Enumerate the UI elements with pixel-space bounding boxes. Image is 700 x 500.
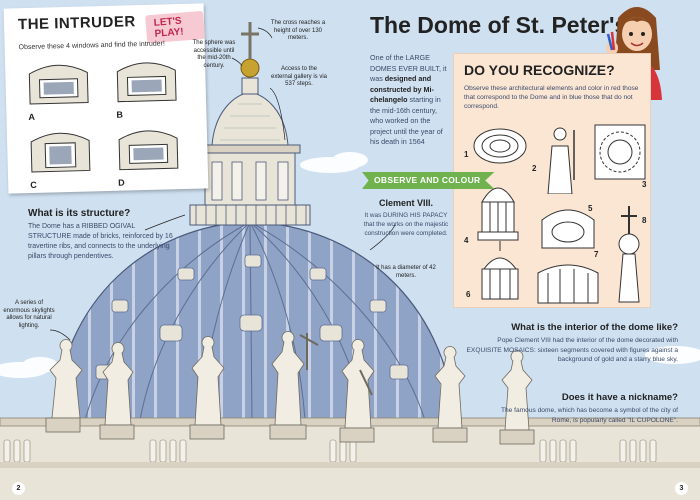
label-c: C — [30, 179, 37, 191]
element-2-statue[interactable] — [538, 124, 582, 194]
intruder-title: THE INTRUDER — [17, 13, 136, 34]
number-3: 3 — [642, 180, 647, 189]
interior-section: What is the interior of the dome like? P… — [462, 322, 678, 365]
element-3-ceiling[interactable] — [594, 124, 646, 180]
number-6: 6 — [466, 290, 471, 299]
clement-heading: Clement VIII. — [378, 198, 433, 208]
number-7: 7 — [594, 250, 599, 259]
nickname-section: Does it have a nickname? The famous dome… — [482, 392, 678, 425]
element-4-lantern[interactable] — [474, 172, 522, 242]
recognize-title: DO YOU RECOGNIZE? — [464, 62, 615, 78]
number-5: 5 — [588, 204, 593, 213]
nickname-body: The famous dome, which has become a symb… — [500, 407, 678, 424]
element-7-drum[interactable] — [534, 259, 602, 305]
window-option-d[interactable] — [113, 124, 184, 174]
label-b: B — [116, 109, 124, 120]
element-8-sphere-cross[interactable] — [614, 204, 644, 304]
note-cross: The cross reaches a height of over 130 m… — [270, 20, 326, 41]
clement-section: Clement VIII. It was DURING HIS PAPACY t… — [362, 198, 450, 238]
observe-colour-banner: OBSERVE AND COLOUR — [362, 172, 495, 189]
page-number-left: 2 — [12, 482, 25, 495]
element-5-window[interactable] — [538, 204, 598, 250]
page-title: The Dome of St. Peter's — [370, 12, 628, 38]
note-sphere: The sphere was accessible until the mid-… — [192, 40, 236, 69]
structure-body: The Dome has a RIBBED OGIVAL STRUCTURE m… — [28, 223, 173, 260]
window-option-a[interactable] — [23, 58, 94, 108]
interior-body: Pope Clement VIII had the interior of th… — [466, 337, 678, 363]
number-8: 8 — [642, 216, 647, 225]
clement-body: It was DURING HIS PAPACY that the works … — [363, 212, 449, 237]
structure-heading: What is its structure? — [28, 208, 131, 219]
intro-text: One of the LARGE DOMES EVER BUILT, it wa… — [370, 53, 447, 146]
number-1: 1 — [464, 150, 469, 159]
note-diameter: It has a diameter of 42 meters. — [376, 265, 436, 279]
interior-heading: What is the interior of the dome like? — [511, 322, 678, 333]
nickname-heading: Does it have a nickname? — [561, 392, 678, 403]
page-number-right: 3 — [675, 482, 688, 495]
label-d: D — [118, 177, 125, 188]
element-6-tempietto[interactable] — [476, 239, 524, 305]
label-a: A — [28, 111, 36, 123]
number-2: 2 — [532, 164, 537, 173]
window-option-b[interactable] — [111, 56, 182, 106]
structure-section: What is its structure? The Dome has a RI… — [28, 208, 178, 262]
recognize-description: Observe these architectural elements and… — [464, 85, 639, 110]
note-skylights: A series of enormous skylights allows fo… — [3, 300, 55, 329]
number-4: 4 — [464, 236, 469, 245]
lets-play-badge: LET'S PLAY! — [145, 10, 206, 44]
note-gallery: Access to the external gallery is via 53… — [270, 66, 328, 87]
window-option-c[interactable] — [25, 126, 96, 176]
intruder-subtitle: Observe these 4 windows and find the int… — [18, 40, 165, 52]
element-1-oculus[interactable] — [472, 126, 528, 166]
intruder-panel: THE INTRUDER LET'S PLAY! Observe these 4… — [3, 3, 209, 194]
